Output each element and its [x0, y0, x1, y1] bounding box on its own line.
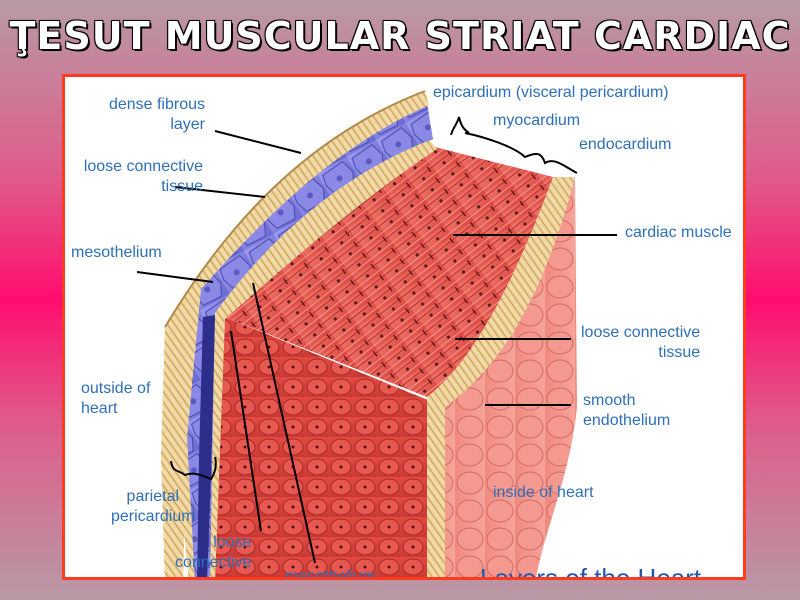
leader-dense-fibrous: [214, 130, 302, 154]
label-epicardium: epicardium (visceral pericardium): [433, 84, 669, 101]
label-line: loose: [213, 534, 252, 551]
inner-connective-band: [427, 177, 575, 577]
label-line: loose connective: [83, 158, 203, 175]
mesothelium-cells: [187, 103, 433, 577]
label-smooth-endothelium: smooth endothelium: [583, 391, 670, 431]
leader-mesothelium-outer: [136, 271, 214, 283]
label-dense-fibrous-layer: dense fibrous layer: [109, 95, 205, 135]
label-line: connective: [175, 554, 252, 571]
leader-mesothelium-bottom: [252, 282, 316, 564]
parietal-bracket: [170, 456, 217, 481]
epicardium-bracket: [450, 116, 470, 136]
label-line: layer: [170, 116, 205, 133]
label-loose-connective-outer: loose connective tissue: [84, 157, 203, 197]
label-line: pericardium: [111, 508, 195, 525]
inner-endocardium-surface: [445, 177, 577, 577]
mesothelium-edge: [197, 315, 215, 577]
heart-wall-diagram: dense fibrous layer loose connective tis…: [62, 74, 746, 580]
label-line: parietal: [126, 488, 180, 505]
heart-wall-illustration: [136, 90, 617, 577]
label-mesothelium-bottom: mesothelium: [285, 568, 376, 580]
label-line: tissue: [161, 178, 203, 195]
label-cardiac-muscle: cardiac muscle: [625, 224, 732, 241]
outer-surface-edge: [164, 90, 426, 328]
label-line: loose connective: [581, 324, 701, 341]
label-loose-connective-inner: loose connective tissue: [581, 323, 700, 363]
dense-fibrous-layer-band: [161, 91, 429, 577]
label-mesothelium-outer: mesothelium: [71, 244, 162, 261]
leader-loose-connective-outer: [174, 186, 266, 198]
label-myocardium: myocardium: [493, 112, 581, 129]
slide-title: ŢESUT MUSCULAR STRIAT CARDIAC: [9, 14, 791, 58]
diagram-caption: Layers of the Heart: [480, 563, 702, 580]
leader-loose-connective-bottom: [230, 330, 262, 532]
label-line: outside of: [81, 380, 151, 397]
myocardium-bracket: [464, 132, 578, 174]
label-line: dense fibrous: [108, 96, 205, 113]
label-endocardium: endocardium: [579, 136, 672, 153]
label-inside-of-heart: inside of heart: [493, 484, 594, 501]
label-outside-of-heart: outside of heart: [81, 379, 150, 419]
label-line: tissue: [658, 344, 701, 361]
label-line: heart: [81, 400, 118, 417]
label-loose-connective-bottom: loose connective: [175, 533, 252, 573]
label-parietal-pericardium: parietal pericardium: [111, 487, 195, 527]
cardiac-muscle-top: [225, 147, 553, 397]
label-line: smooth: [583, 392, 636, 409]
label-line: endothelium: [583, 412, 671, 429]
